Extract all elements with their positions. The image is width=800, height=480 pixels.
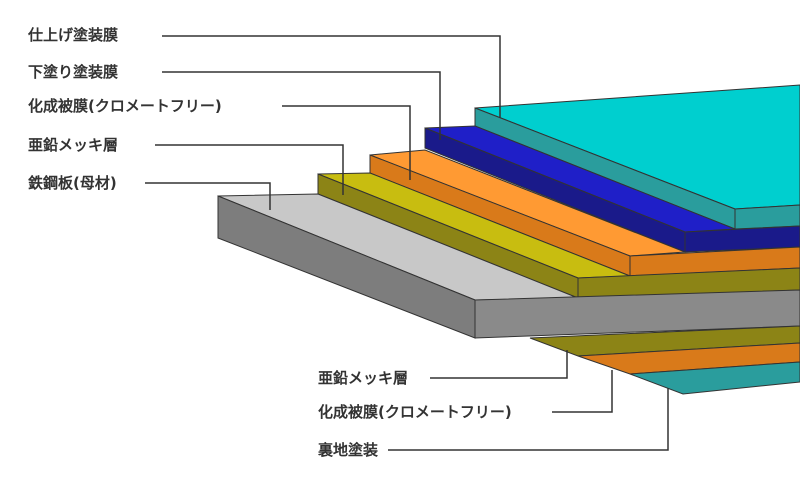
- steel-base-layer: [217, 193, 800, 339]
- label-chemical-film: 化成被膜(クロメートフリー): [28, 97, 222, 115]
- leader-line-primer-coat: [162, 71, 441, 140]
- leader-line-finish-coat: [162, 35, 501, 118]
- label-primer-coat: 下塗り塗装膜: [28, 63, 119, 81]
- label-finish-coat: 仕上げ塗装膜: [28, 26, 119, 44]
- label-back-coat: 裏地塗装: [318, 441, 379, 459]
- chemical-film-layer: [369, 149, 800, 277]
- label-bottom-chemical-film: 化成被膜(クロメートフリー): [318, 403, 512, 421]
- label-steel-base: 鉄鋼板(母材): [28, 174, 117, 192]
- bottom-chemical-film-layer: [577, 342, 800, 375]
- bottom-zinc-layer: [529, 325, 800, 357]
- label-zinc-layer: 亜鉛メッキ層: [28, 136, 119, 154]
- finish-coat-layer: [474, 84, 800, 230]
- back-coat-layer: [629, 361, 800, 395]
- leader-line-chemical-film: [282, 105, 411, 180]
- leader-line-bottom-chemical-film: [552, 370, 613, 413]
- primer-coat-layer: [424, 125, 800, 253]
- leader-line-steel-base: [145, 182, 271, 210]
- leader-line-back-coat: [388, 388, 669, 451]
- leader-line-zinc-layer: [155, 144, 344, 195]
- leader-line-bottom-zinc: [430, 350, 568, 379]
- zinc-plating-layer: [317, 172, 800, 299]
- label-bottom-zinc-layer: 亜鉛メッキ層: [318, 369, 409, 387]
